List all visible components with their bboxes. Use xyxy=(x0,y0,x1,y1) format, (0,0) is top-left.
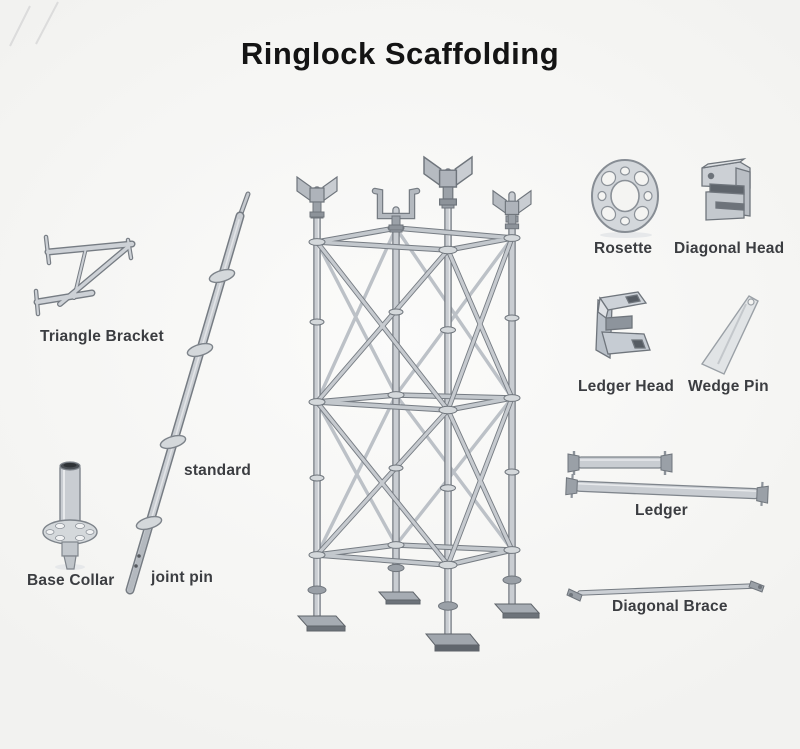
corner-marks xyxy=(9,1,59,47)
ledger-head-label: Ledger Head xyxy=(578,378,675,395)
joint-pin-label: joint pin xyxy=(151,569,214,586)
scaffold-tower-image xyxy=(296,156,541,652)
wedge-pin-label: Wedge Pin xyxy=(688,378,769,395)
rosette-label: Rosette xyxy=(594,240,653,257)
base-collar-label: Base Collar xyxy=(27,572,115,589)
diagonal-brace-label: Diagonal Brace xyxy=(612,598,728,615)
triangle-bracket-image xyxy=(33,234,136,317)
diagonal-brace-image xyxy=(566,580,765,602)
rosette-image xyxy=(591,159,659,238)
page-title: Ringlock Scaffolding xyxy=(240,36,560,71)
diagonal-head-image xyxy=(701,158,751,221)
ledger-image xyxy=(565,451,769,506)
ledger-label: Ledger xyxy=(635,502,688,519)
diagonal-head-label: Diagonal Head xyxy=(674,240,785,257)
wedge-pin-image xyxy=(700,295,759,375)
triangle-bracket-label: Triangle Bracket xyxy=(40,328,164,345)
standard-label: standard xyxy=(184,462,252,479)
standard-image xyxy=(125,191,251,595)
base-collar-image xyxy=(42,461,98,570)
ledger-head-image xyxy=(595,291,651,360)
